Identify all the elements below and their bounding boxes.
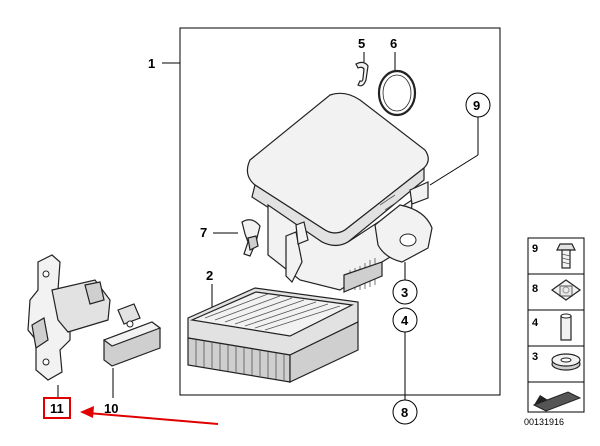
pad-part-10 — [102, 303, 162, 367]
callout-3: 3 — [401, 285, 408, 300]
diagram-code: 00131916 — [524, 417, 564, 427]
callout-8: 8 — [401, 405, 408, 420]
seal-ring-part-6 — [377, 52, 417, 117]
callout-2: 2 — [206, 268, 213, 283]
highlight-box-11 — [43, 397, 71, 419]
legend-cell-4 — [527, 309, 585, 347]
legend-panel: 9 8 4 3 — [527, 237, 585, 413]
clip-nut-icon — [550, 279, 582, 301]
legend-label-8: 8 — [532, 283, 538, 295]
callout-4: 4 — [401, 313, 409, 328]
clip-part-7 — [213, 219, 261, 257]
legend-cell-9 — [527, 237, 585, 275]
callout-8-circle — [392, 399, 418, 425]
callout-7: 7 — [200, 225, 207, 240]
sleeve-icon — [560, 313, 572, 341]
callout-5: 5 — [358, 36, 365, 51]
diagram-arrow-logo-icon — [532, 391, 582, 412]
assembly-frame — [179, 27, 501, 396]
filter-element-part-2 — [187, 284, 359, 383]
clip-part-5 — [355, 52, 369, 87]
leader-9b — [429, 154, 479, 186]
grommet-icon — [551, 353, 581, 371]
callout-10: 10 — [104, 401, 118, 416]
callout-11: 11 — [50, 401, 64, 416]
legend-label-4: 4 — [532, 317, 539, 329]
pointer-arrow — [80, 406, 219, 425]
callout-9: 9 — [473, 98, 480, 113]
legend-label-3: 3 — [532, 351, 538, 363]
bolt-icon — [556, 243, 576, 269]
bracket-part-11 — [27, 254, 111, 381]
air-filter-housing — [246, 92, 433, 293]
legend-label-9: 9 — [532, 243, 538, 255]
callout-6: 6 — [390, 36, 397, 51]
callout-1: 1 — [148, 56, 155, 71]
callout-3-circle — [392, 279, 418, 305]
